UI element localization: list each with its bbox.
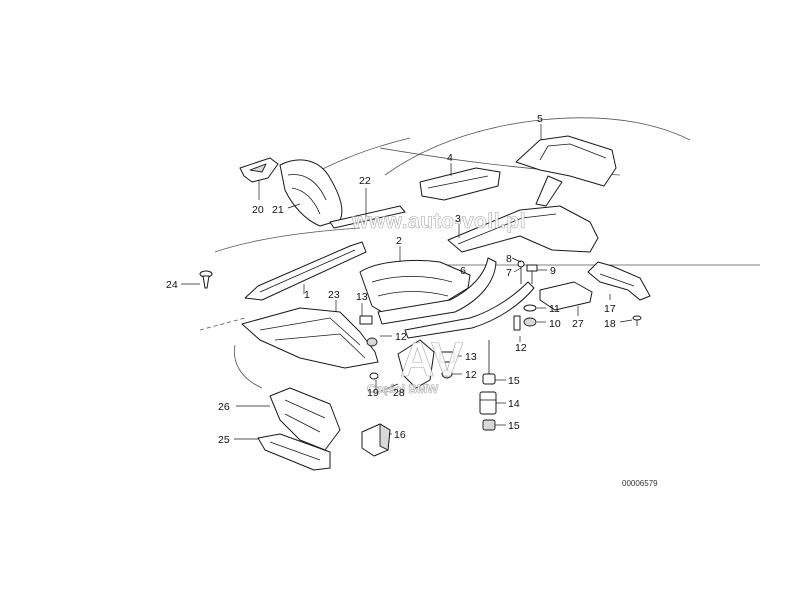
callout-11: 11: [549, 303, 560, 315]
part-23-underbody-panel: [241, 307, 379, 369]
callout-24: 24: [166, 279, 178, 291]
watermark-logo: AV: [400, 334, 463, 387]
part-6-cross-brace: [377, 257, 535, 339]
callout-21: 21: [272, 204, 284, 216]
callout-12-right: 12: [515, 342, 527, 354]
part-4-channel: [419, 167, 501, 201]
part-5-rear-shield: [515, 135, 617, 207]
callout-15-lower: 15: [508, 420, 520, 432]
callout-20: 20: [252, 204, 264, 216]
callout-5: 5: [537, 113, 543, 125]
part-20-bracket: [239, 157, 279, 183]
callout-19: 19: [367, 387, 379, 399]
part-28-bracket: [369, 339, 435, 389]
callout-23: 23: [328, 289, 340, 301]
fasteners-7-8-9: [517, 260, 538, 284]
part-18-bolt: [632, 315, 642, 326]
callout-14: 14: [508, 398, 520, 410]
clips-12-13-left: [359, 315, 378, 347]
clips-12-13-right: [439, 351, 455, 379]
part-1-side-panel: [244, 241, 367, 301]
callout-26: 26: [218, 401, 230, 413]
nuts-10-11: [513, 304, 537, 331]
part-27-plate: [539, 281, 593, 311]
callout-12-lower: 12: [465, 369, 477, 381]
callout-10: 10: [549, 318, 561, 330]
callout-2: 2: [396, 235, 402, 247]
callout-13-upper: 13: [356, 291, 368, 303]
callout-4: 4: [447, 152, 453, 164]
callout-28: 28: [393, 387, 405, 399]
callout-27: 27: [572, 318, 584, 330]
part-26-panel: [269, 387, 341, 451]
callout-9: 9: [550, 265, 556, 277]
part-21-heat-shield: [279, 159, 343, 227]
callout-22: 22: [359, 175, 371, 187]
callout-1: 1: [304, 289, 310, 301]
part-22-strip: [329, 205, 406, 229]
watermark-caption: Części BMW: [367, 382, 439, 396]
watermark-site: www.auto-voll.pl: [351, 210, 526, 233]
callout-labels: 5 4 22 20 21 3 2 8 6 7 9 24 1 23 13 17 1…: [166, 113, 616, 446]
leader-lines: [181, 124, 633, 440]
part-25-plate: [257, 433, 331, 471]
part-24-clip: [199, 270, 213, 289]
callout-6: 6: [460, 265, 466, 277]
callout-12-left: 12: [395, 331, 407, 343]
callout-18: 18: [604, 318, 616, 330]
part-17-bracket: [587, 261, 651, 301]
diagram-reference-number: 00006579: [622, 479, 658, 488]
callout-15-upper: 15: [508, 375, 520, 387]
mounts-14-15: [479, 340, 497, 431]
part-16-box: [361, 423, 391, 457]
callout-17: 17: [604, 303, 616, 315]
watermark-group: www.auto-voll.pl AV Części BMW: [351, 210, 526, 397]
callout-7: 7: [506, 267, 512, 279]
callout-25: 25: [218, 434, 230, 446]
callout-8: 8: [506, 253, 512, 265]
part-3-channel: [447, 205, 599, 253]
callout-3: 3: [455, 213, 461, 225]
callout-13-lower: 13: [465, 351, 477, 363]
callout-16: 16: [394, 429, 406, 441]
